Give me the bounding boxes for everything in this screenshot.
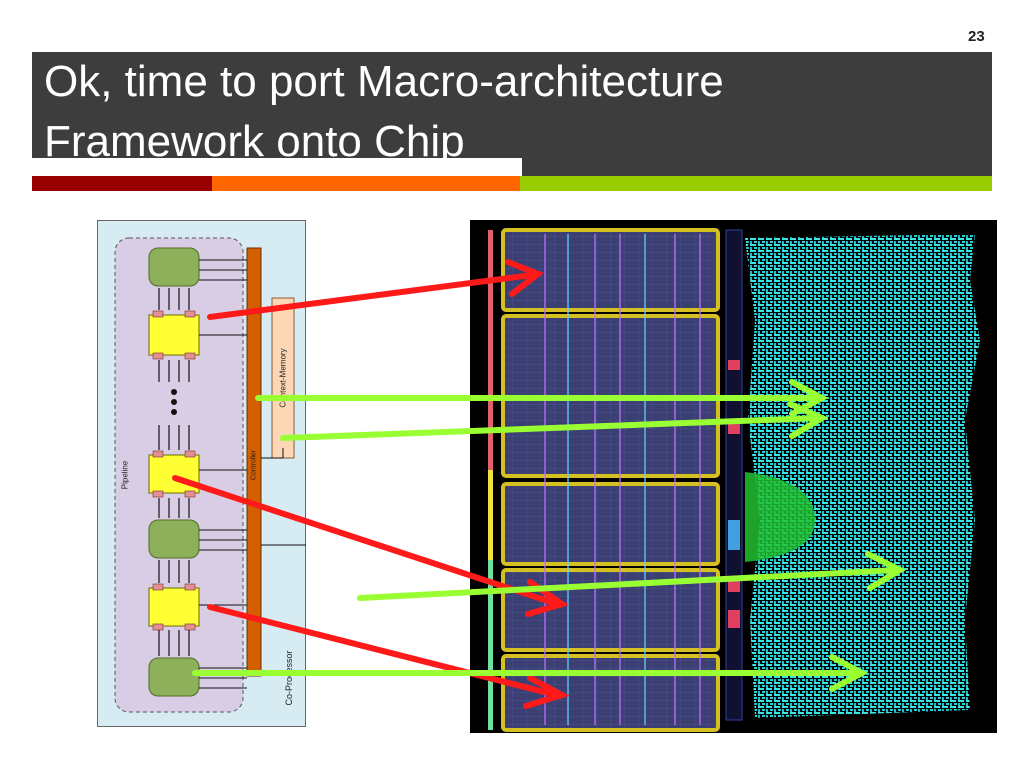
switch-box-1	[148, 247, 200, 287]
controller-label: Controller	[251, 449, 258, 480]
switch-box-2	[148, 519, 200, 559]
accent-stripe-orange	[212, 176, 520, 191]
title-underline-band	[32, 158, 522, 176]
switch-box-3	[148, 657, 200, 697]
slide-title-line-1: Ok, time to port Macro-architecture	[44, 57, 724, 106]
socket-3	[148, 587, 200, 627]
macro-architecture-diagram: Context-Memory Controller Pipeline Co-Pr…	[97, 220, 306, 727]
chip-layout-image	[470, 220, 997, 733]
context-memory-label: Context-Memory	[279, 348, 288, 407]
page-number: 23	[968, 28, 985, 45]
pipeline-label: Pipeline	[121, 460, 130, 489]
co-processor-label: Co-Processor	[284, 650, 294, 705]
accent-stripe-red	[32, 176, 212, 191]
socket-1	[148, 314, 200, 356]
controller-region	[745, 472, 815, 562]
title-bar: Ok, time to port Macro-architecture Fram…	[32, 52, 992, 176]
slide-title-line-2: Framework onto Chip	[44, 117, 465, 166]
socket-2	[148, 454, 200, 494]
accent-stripe-green	[520, 176, 992, 191]
logic-fabric	[745, 234, 980, 718]
